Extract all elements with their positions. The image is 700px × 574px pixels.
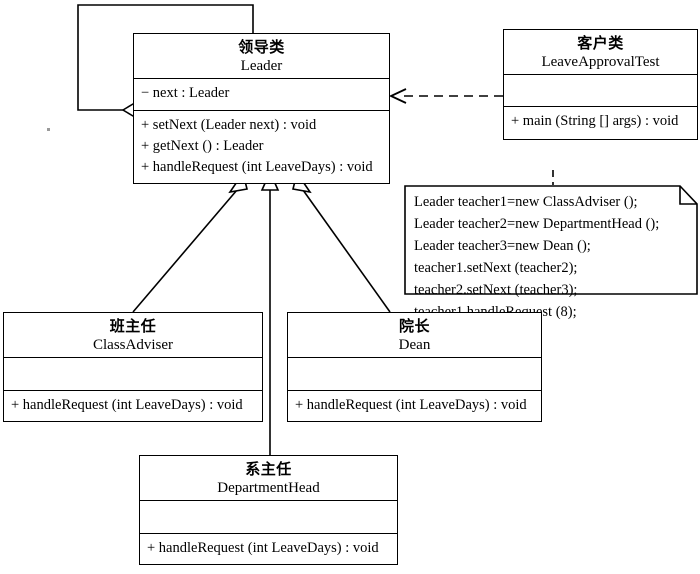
class-box-departmenthead[interactable]: 系主任 DepartmentHead + handleRequest (int … — [139, 455, 398, 565]
operation-row: + handleRequest (int LeaveDays) : void — [141, 159, 373, 176]
note-line: Leader teacher3=new Dean (); — [414, 238, 591, 255]
attribute-row: − next : Leader — [141, 85, 230, 101]
class-name-en-departmenthead: DepartmentHead — [217, 479, 320, 496]
operation-row: + main (String [] args) : void — [511, 113, 679, 129]
departmenthead-generalization-connector — [260, 170, 280, 455]
class-name-cn-leader: 领导类 — [238, 38, 285, 56]
note-line: teacher2.setNext (teacher3); — [414, 282, 578, 299]
note-folded-corner — [679, 186, 697, 205]
class-operations-compartment-client: + main (String [] args) : void — [504, 107, 697, 139]
class-name-compartment-departmenthead: 系主任 DepartmentHead — [140, 456, 397, 501]
operation-row: + handleRequest (int LeaveDays) : void — [147, 540, 379, 556]
note-line: Leader teacher1=new ClassAdviser (); — [414, 194, 638, 210]
note-body: Leader teacher1=new ClassAdviser (); Lea… — [414, 191, 689, 323]
class-name-compartment-leader: 领导类 Leader — [134, 34, 389, 79]
operation-row: + handleRequest (int LeaveDays) : void — [295, 397, 527, 413]
class-operations-compartment-dean: + handleRequest (int LeaveDays) : void — [288, 391, 541, 421]
class-attributes-compartment-leader: − next : Leader — [134, 79, 389, 111]
class-operations-compartment-leader: + setNext (Leader next) : void + getNext… — [134, 111, 389, 183]
class-attributes-compartment-dean — [288, 358, 541, 391]
class-box-leader[interactable]: 领导类 Leader − next : Leader + setNext (Le… — [133, 33, 390, 185]
class-name-cn-classadviser: 班主任 — [109, 317, 157, 335]
classadviser-generalization-connector — [132, 171, 248, 313]
class-box-classadviser[interactable]: 班主任 ClassAdviser + handleRequest (int Le… — [3, 312, 263, 422]
class-attributes-compartment-classadviser — [4, 358, 262, 391]
operation-row: + handleRequest (int LeaveDays) : void — [11, 397, 243, 413]
class-name-compartment-client: 客户类 LeaveApprovalTest — [504, 30, 697, 75]
note-line: teacher1.setNext (teacher2); — [414, 260, 578, 277]
note-shape-outline — [404, 185, 698, 295]
class-name-cn-dean: 院长 — [398, 317, 430, 335]
open-arrow-marker — [388, 88, 407, 104]
note-line: Leader teacher2=new DepartmentHead (); — [414, 216, 660, 233]
class-attributes-compartment-client — [504, 75, 697, 107]
class-box-client[interactable]: 客户类 LeaveApprovalTest + main (String [] … — [503, 29, 698, 140]
operation-row: + getNext () : Leader — [141, 138, 264, 155]
class-name-compartment-dean: 院长 Dean — [288, 313, 541, 358]
client-dependency-connector — [388, 88, 503, 104]
class-operations-compartment-departmenthead: + handleRequest (int LeaveDays) : void — [140, 534, 397, 564]
class-operations-compartment-classadviser: + handleRequest (int LeaveDays) : void — [4, 391, 262, 421]
class-attributes-compartment-departmenthead — [140, 501, 397, 534]
class-name-compartment-classadviser: 班主任 ClassAdviser — [4, 313, 262, 358]
class-name-en-dean: Dean — [398, 336, 431, 353]
operation-row: + setNext (Leader next) : void — [141, 117, 317, 133]
class-box-dean[interactable]: 院长 Dean + handleRequest (int LeaveDays) … — [287, 312, 542, 422]
class-name-en-classadviser: ClassAdviser — [93, 336, 173, 353]
class-name-cn-client: 客户类 — [577, 34, 624, 52]
note-code-sample[interactable]: Leader teacher1=new ClassAdviser (); Lea… — [404, 185, 698, 320]
class-name-en-leader: Leader — [240, 57, 283, 74]
class-name-cn-departmenthead: 系主任 — [245, 460, 292, 478]
class-name-en-client: LeaveApprovalTest — [541, 53, 660, 70]
scan-artifact-speck — [47, 128, 50, 131]
dean-generalization-connector — [292, 171, 391, 313]
